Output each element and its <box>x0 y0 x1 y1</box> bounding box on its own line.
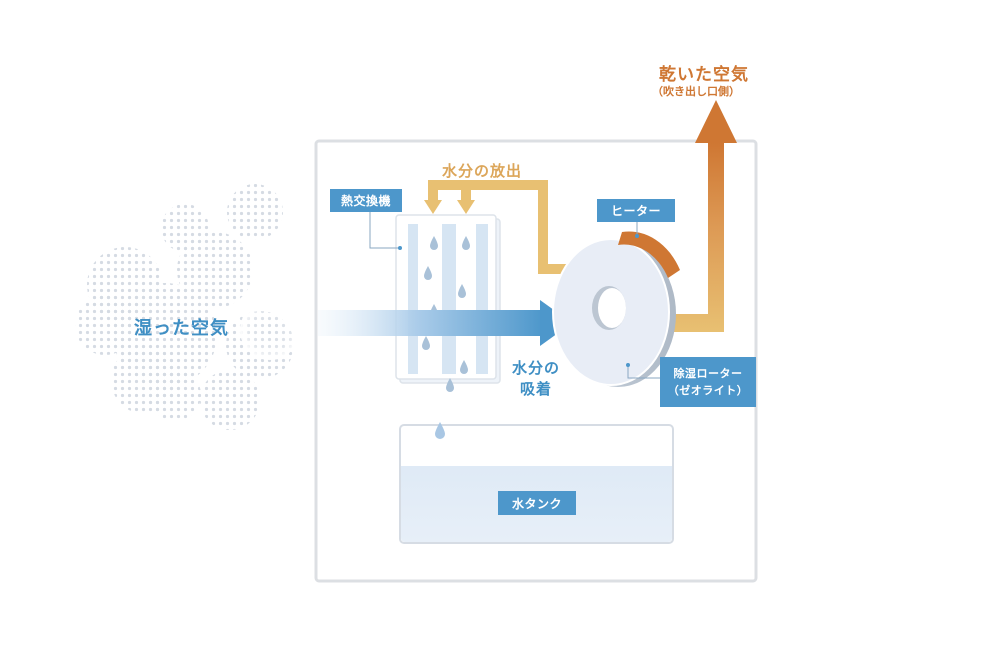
rotor-tag: 除湿ローター （ゼオライト） <box>660 357 756 407</box>
rotor-tag-line2: （ゼオライト） <box>667 384 749 397</box>
dry-air-label: 乾いた空気 <box>659 65 749 85</box>
rotor-tag-line1: 除湿ローター <box>673 367 743 380</box>
dehumidifying-rotor-graphic <box>552 231 680 387</box>
heat-exchanger-graphic <box>395 214 501 392</box>
heat-exchanger-tag: 熱交換機 <box>330 189 402 212</box>
water-tank-tag: 水タンク <box>498 491 576 515</box>
water-adsorb-label-1: 水分の <box>512 359 561 377</box>
water-release-label: 水分の放出 <box>442 162 523 180</box>
dry-air-outflow-arrow <box>666 100 737 332</box>
dry-air-sublabel: （吹き出し口側） <box>652 85 740 98</box>
humid-air-cloud <box>75 184 300 430</box>
water-tank-graphic <box>399 422 674 544</box>
heater-tag: ヒーター <box>597 199 675 222</box>
leader-lines <box>369 212 660 379</box>
water-adsorb-label-2: 吸着 <box>520 380 553 398</box>
humid-air-label: 湿った空気 <box>134 318 229 339</box>
water-release-path <box>424 180 586 274</box>
